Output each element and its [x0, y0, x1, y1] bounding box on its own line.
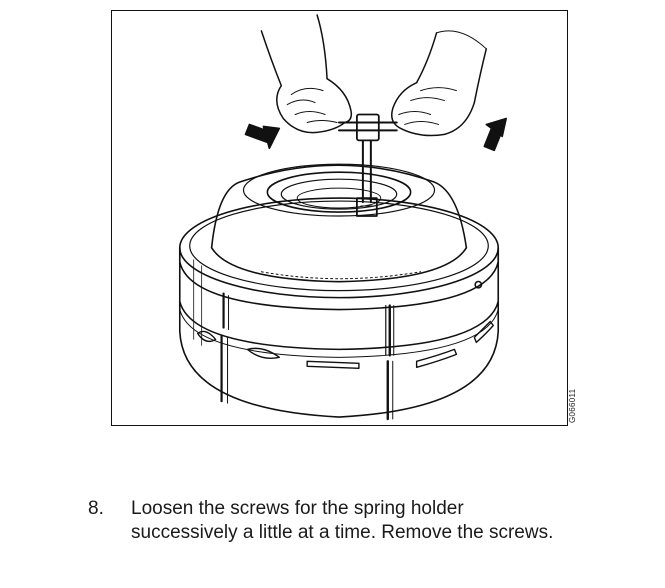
rotation-arrow-right-icon [483, 117, 507, 152]
right-hand-icon [391, 30, 488, 137]
rim-screw-icon [474, 280, 483, 289]
dome-cover [210, 163, 468, 283]
rotation-arrow-left-icon [244, 123, 281, 150]
figure-code: G066011 [568, 388, 577, 423]
cylinder-body [178, 197, 500, 418]
t-handle-wrench-icon [338, 113, 398, 217]
inner-opening [266, 171, 412, 213]
figure-frame [111, 10, 568, 426]
left-hand-icon [260, 14, 353, 134]
alignment-marks [220, 292, 395, 421]
band-slots [196, 320, 494, 369]
step-number: 8. [88, 498, 104, 519]
spring-holder-illustration [178, 14, 507, 421]
step-text: Loosen the screws for the spring holder … [131, 498, 554, 543]
